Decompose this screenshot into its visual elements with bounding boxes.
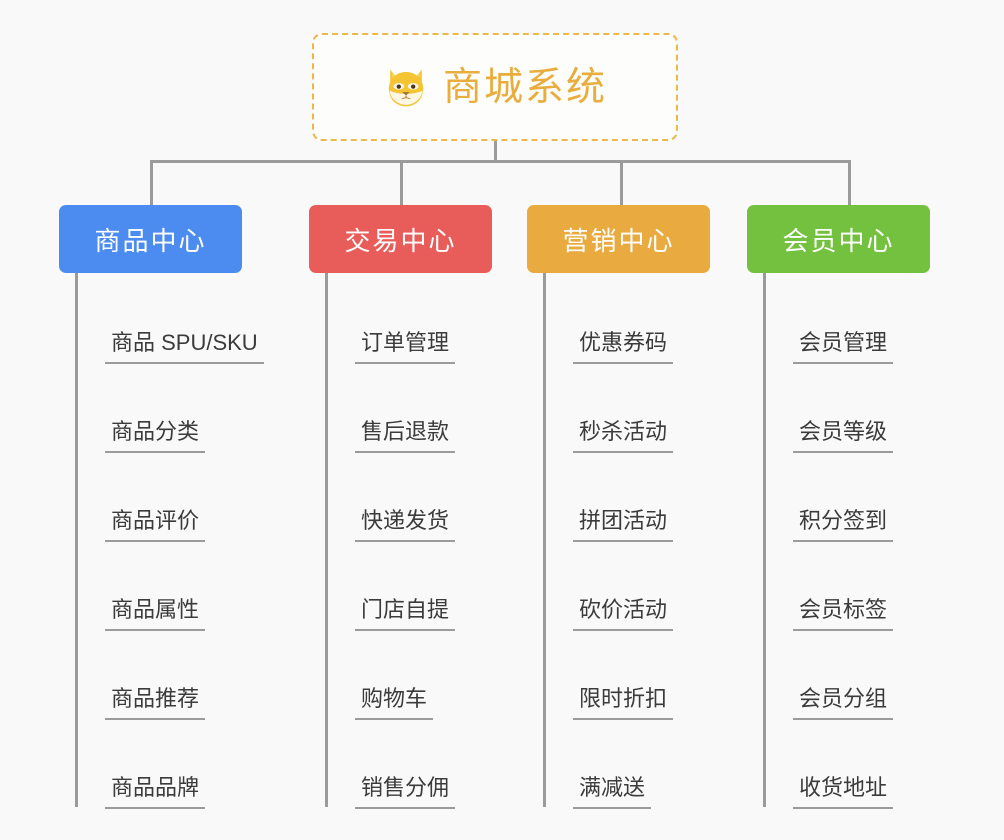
leaf-label: 会员管理 [793,330,894,364]
connector-horizontal-bus [150,160,851,163]
leaf-item[interactable]: 秒杀活动 [543,362,674,453]
leaf-column-4: 会员管理 会员等级 积分签到 会员标签 会员分组 收货地址 [763,273,894,809]
leaf-label: 购物车 [355,686,434,720]
leaf-label: 收货地址 [793,775,894,809]
connector-root-stem [494,141,497,163]
shiba-dog-face-icon [388,69,424,107]
category-box-2[interactable]: 交易中心 [309,205,492,273]
leaf-item[interactable]: 商品分类 [75,362,264,453]
leaf-label: 砍价活动 [573,597,674,631]
leaf-item[interactable]: 购物车 [325,629,455,720]
leaf-item[interactable]: 会员管理 [763,273,894,364]
leaf-item[interactable]: 会员等级 [763,362,894,453]
leaf-column-2: 订单管理 售后退款 快递发货 门店自提 购物车 销售分佣 [325,273,456,809]
leaf-label: 会员等级 [793,419,894,453]
leaf-label: 优惠券码 [573,330,674,364]
category-label-4: 会员中心 [782,225,895,256]
category-box-3[interactable]: 营销中心 [527,205,710,273]
leaf-label: 限时折扣 [573,686,674,720]
leaf-item[interactable]: 优惠券码 [543,273,674,364]
leaf-item[interactable]: 收货地址 [763,718,894,809]
leaf-item[interactable]: 会员标签 [763,540,894,631]
leaf-item[interactable]: 积分签到 [763,451,894,542]
leaf-label: 销售分佣 [355,775,456,809]
leaf-column-3: 优惠券码 秒杀活动 拼团活动 砍价活动 限时折扣 满减送 [543,273,674,809]
root-node[interactable]: 商城系统 [312,33,678,141]
category-box-4[interactable]: 会员中心 [747,205,930,273]
leaf-item[interactable]: 砍价活动 [543,540,674,631]
leaf-label: 会员分组 [793,686,894,720]
root-title: 商城系统 [442,65,607,109]
leaf-item[interactable]: 销售分佣 [325,718,456,809]
leaf-item[interactable]: 限时折扣 [543,629,674,720]
leaf-item[interactable]: 拼团活动 [543,451,674,542]
leaf-label: 售后退款 [355,419,456,453]
leaf-item[interactable]: 商品 SPU/SKU [75,273,264,364]
leaf-column-1: 商品 SPU/SKU 商品分类 商品评价 商品属性 商品推荐 商品品牌 [75,273,264,809]
leaf-item[interactable]: 满减送 [543,718,673,809]
leaf-item[interactable]: 商品评价 [75,451,264,542]
leaf-label: 满减送 [573,775,652,809]
leaf-label: 拼团活动 [573,508,674,542]
leaf-label: 商品推荐 [105,686,206,720]
leaf-label: 秒杀活动 [573,419,674,453]
connector-drop-2 [400,160,403,206]
leaf-label: 门店自提 [355,597,456,631]
connector-drop-1 [150,160,153,206]
category-label-2: 交易中心 [344,225,457,256]
connector-drop-3 [620,160,623,206]
leaf-label: 商品属性 [105,597,206,631]
leaf-label: 会员标签 [793,597,894,631]
leaf-item[interactable]: 商品品牌 [75,718,264,809]
category-label-3: 营销中心 [562,225,675,256]
leaf-label: 商品评价 [105,508,206,542]
connector-drop-4 [848,160,851,206]
leaf-label: 商品分类 [105,419,206,453]
leaf-item[interactable]: 订单管理 [325,273,456,364]
leaf-item[interactable]: 商品属性 [75,540,264,631]
leaf-item[interactable]: 会员分组 [763,629,894,720]
leaf-label: 订单管理 [355,330,456,364]
leaf-item[interactable]: 商品推荐 [75,629,264,720]
leaf-item[interactable]: 门店自提 [325,540,456,631]
category-box-1[interactable]: 商品中心 [59,205,242,273]
category-label-1: 商品中心 [94,225,207,256]
leaf-label: 商品品牌 [105,775,206,809]
leaf-label: 积分签到 [793,508,894,542]
leaf-label: 快递发货 [355,508,456,542]
leaf-item[interactable]: 售后退款 [325,362,456,453]
leaf-label: 商品 SPU/SKU [105,330,264,364]
leaf-item[interactable]: 快递发货 [325,451,456,542]
